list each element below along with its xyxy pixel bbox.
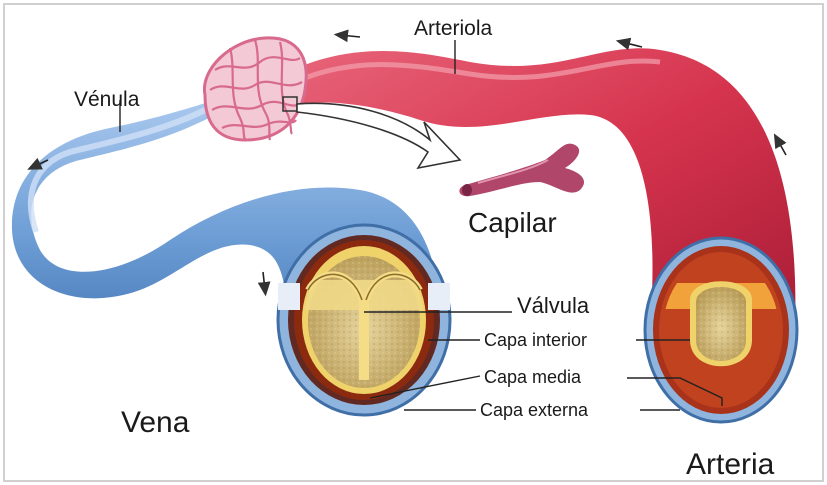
label-capa-interior: Capa interior — [484, 330, 587, 350]
label-capilar: Capilar — [468, 207, 557, 238]
artery-cross-section — [645, 238, 797, 422]
label-capa-externa: Capa externa — [480, 400, 589, 420]
label-valvula: Válvula — [517, 293, 590, 318]
label-arteria: Arteria — [686, 448, 775, 481]
label-arteriola: Arteriola — [414, 17, 493, 40]
label-venula: Vénula — [74, 88, 140, 111]
label-vena: Vena — [121, 406, 190, 439]
label-capa-media: Capa media — [484, 367, 582, 387]
